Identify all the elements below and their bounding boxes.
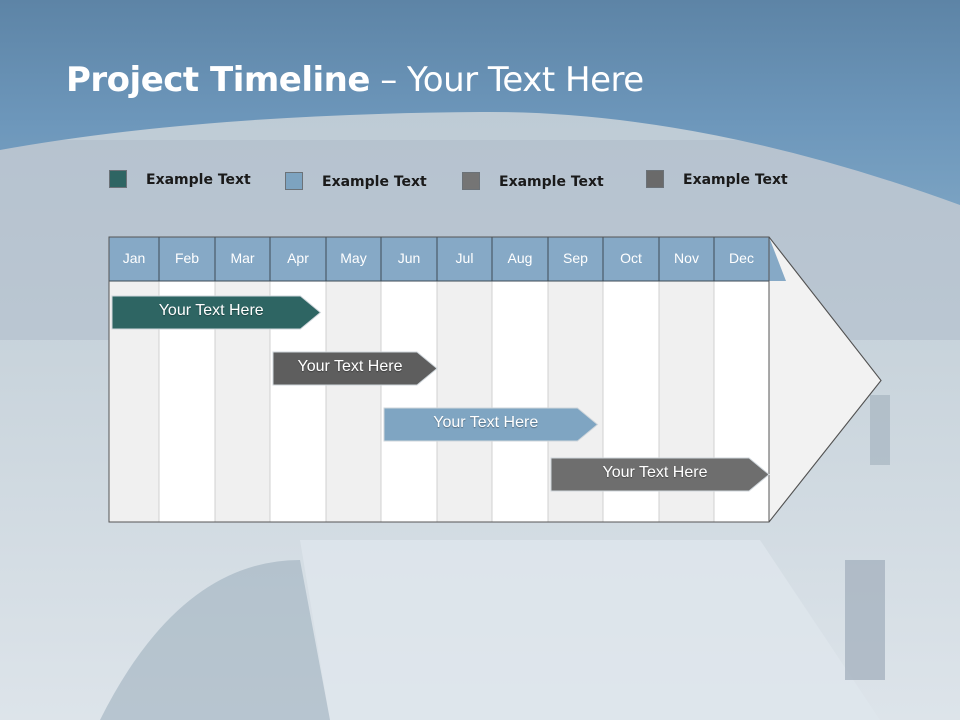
month-label: Apr xyxy=(287,250,309,266)
month-column xyxy=(436,280,493,523)
title-subtitle: – Your Text Here xyxy=(369,60,644,100)
month-column xyxy=(380,280,438,523)
month-label: Jul xyxy=(455,250,474,266)
legend-swatch xyxy=(285,172,303,190)
task-bar xyxy=(383,407,599,442)
month-label: Jun xyxy=(397,250,421,266)
legend-label: Example Text xyxy=(322,174,427,190)
month-header-cell xyxy=(108,236,160,282)
month-label: Aug xyxy=(507,250,533,266)
legend-swatch xyxy=(646,170,664,188)
task-bar xyxy=(272,351,438,386)
task-bar xyxy=(111,295,322,330)
month-header-cell xyxy=(713,236,770,282)
title-bold: Project Timeline xyxy=(66,60,370,100)
month-header-cell xyxy=(325,236,382,282)
month-label: Jan xyxy=(122,250,146,266)
task-bar-label: Your Text Here xyxy=(158,302,264,319)
month-label: Feb xyxy=(174,250,200,266)
page-title: Project Timeline – Your Text Here xyxy=(66,60,644,100)
task-bar-label: Your Text Here xyxy=(433,414,539,431)
legend-label: Example Text xyxy=(499,174,604,190)
month-label: Oct xyxy=(620,250,642,266)
month-label: Nov xyxy=(674,250,699,266)
timeline-arrow-outline xyxy=(768,236,882,523)
timeline-frame xyxy=(108,236,770,523)
month-header-cell xyxy=(436,236,493,282)
month-label: Dec xyxy=(729,250,754,266)
legend-swatch xyxy=(462,172,480,190)
task-bar-label: Your Text Here xyxy=(602,464,708,481)
month-column xyxy=(325,280,382,523)
month-label: Mar xyxy=(230,250,255,266)
month-column xyxy=(491,280,549,523)
legend-swatch xyxy=(109,170,127,188)
legend-label: Example Text xyxy=(683,172,788,188)
month-label: Sep xyxy=(563,250,588,266)
month-header-cell xyxy=(158,236,216,282)
task-bar xyxy=(550,457,770,492)
task-bar-label: Your Text Here xyxy=(297,358,403,375)
month-header-tip xyxy=(769,237,786,281)
legend-label: Example Text xyxy=(146,172,251,188)
month-label: May xyxy=(340,250,367,266)
month-header-cell xyxy=(547,236,604,282)
